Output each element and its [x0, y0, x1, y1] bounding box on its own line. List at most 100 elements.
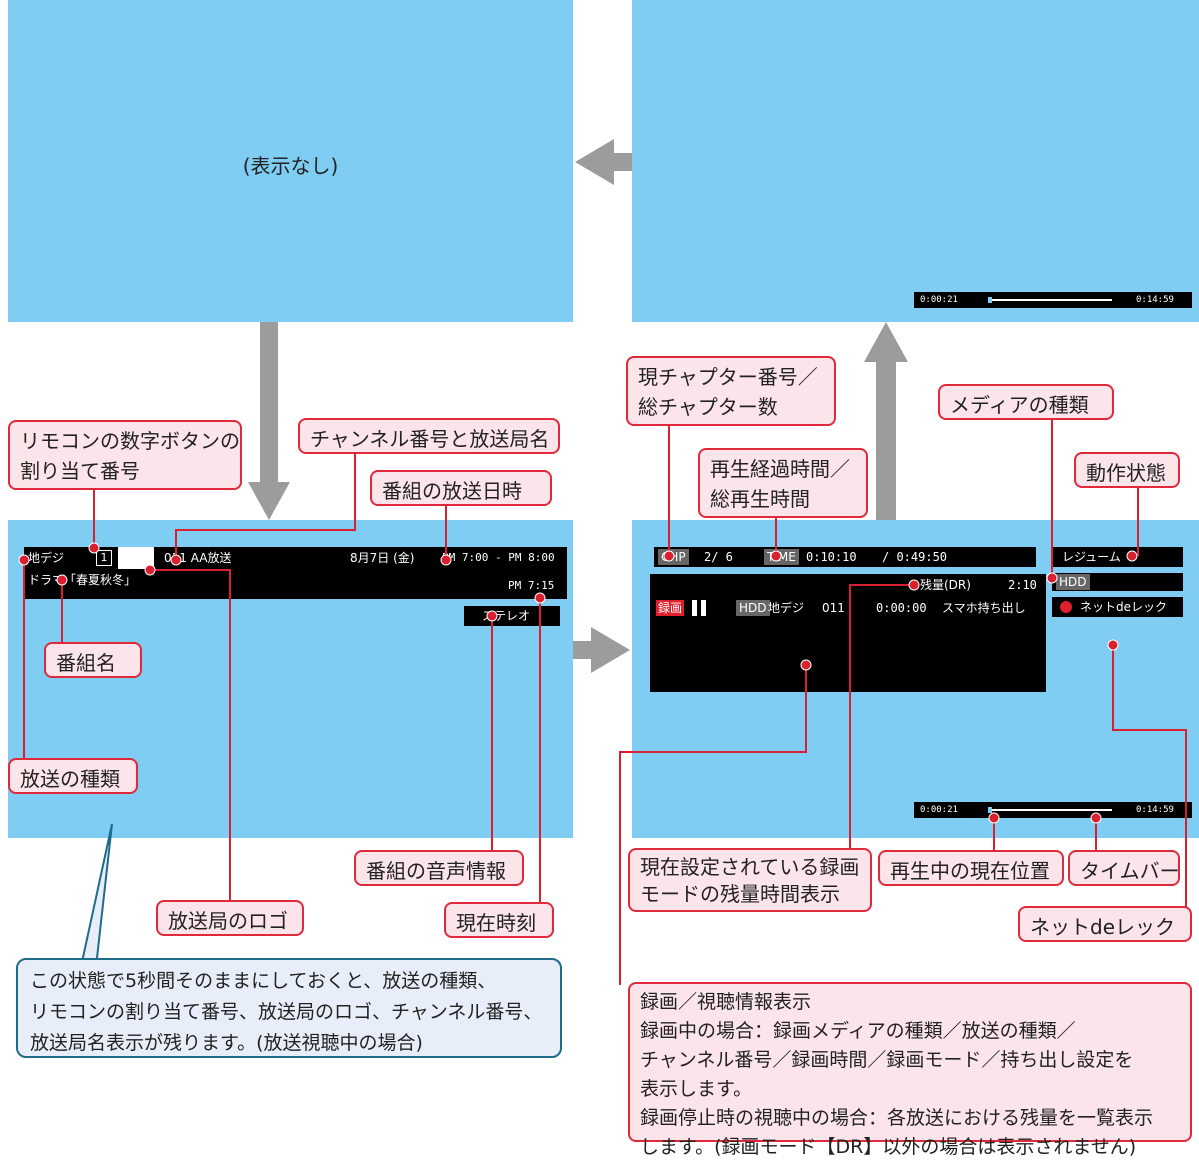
dot-media [1046, 572, 1058, 584]
rec-info-line: 録画／視聴情報表示 [640, 991, 812, 1013]
callout-line: 再生経過時間／ [710, 457, 850, 481]
remote-number: 1 [96, 550, 112, 566]
dot-position [988, 812, 1000, 824]
netrec-text: ネットdeレック [1080, 600, 1168, 614]
callout-state: 動作状態 [1074, 452, 1180, 488]
dot-netrec [1107, 639, 1119, 651]
dot-audio [486, 610, 498, 622]
callout-airtime: 番組の放送日時 [370, 470, 552, 506]
takeout-setting: スマホ持ち出し [942, 601, 1026, 615]
elapsed-value: 0:10:10 [806, 550, 857, 564]
pause-icon-bar2 [701, 600, 706, 616]
air-time: PM 7:00 - PM 8:00 [442, 551, 555, 564]
dot-remain [908, 579, 920, 591]
rec-badge: 録画 [656, 600, 685, 616]
callout-line: 総再生時間 [710, 487, 810, 511]
air-date: 8月7日 (金) [350, 551, 415, 565]
callout-remote-number: リモコンの数字ボタンの 割り当て番号 [8, 420, 242, 490]
dot-elapsed [770, 550, 782, 562]
pause-icon [692, 600, 697, 616]
dot-clock [534, 592, 546, 604]
callout-chapter: 現チャプター番号／ 総チャプター数 [626, 356, 836, 426]
rec-info-line: 録画停止時の視聴中の場合：各放送における残量を一覧表示 [640, 1107, 1154, 1129]
timebar-start: 0:00:21 [920, 805, 958, 815]
media-box: HDD [1052, 573, 1183, 591]
callout-clock: 現在時刻 [444, 902, 554, 938]
timebar-start: 0:00:21 [920, 295, 958, 305]
dot-logo [144, 564, 156, 576]
callout-line: 総チャプター数 [638, 395, 778, 419]
media-text: HDD [1056, 574, 1090, 590]
callout-media: メディアの種類 [938, 384, 1114, 420]
timebar-track [990, 809, 1112, 811]
netrec-dot-icon [1060, 601, 1072, 613]
rec-info-line: 表示します。 [640, 1078, 753, 1100]
remain-time: 2:10 [1008, 578, 1037, 592]
playback-bar: CHP 2/ 6 TIME 0:10:10 / 0:49:50 [654, 547, 1036, 567]
timebar-marker [988, 807, 992, 813]
callout-elapsed: 再生経過時間／ 総再生時間 [698, 448, 868, 518]
arrow-up-head [864, 322, 908, 362]
dot-program [56, 574, 68, 586]
rec-channel: 011 [822, 601, 845, 615]
dot-chapter [663, 550, 675, 562]
total-value: / 0:49:50 [882, 550, 948, 564]
arrow-right-head [591, 627, 630, 673]
arrow-left-head [575, 139, 614, 185]
chapter-value: 2/ 6 [704, 550, 733, 564]
note-line: 放送局名表示が残ります。(放送視聴中の場合) [30, 1032, 423, 1054]
dot-channel [170, 554, 182, 566]
dot-remote [88, 542, 100, 554]
callout-position: 再生中の現在位置 [878, 850, 1064, 886]
arrow-up-shaft [876, 362, 896, 520]
no-display-text: (表示なし) [242, 154, 339, 178]
note-line: リモコンの割り当て番号、放送局のロゴ、チャンネル番号、 [30, 1001, 543, 1023]
dot-recinfo [800, 659, 812, 671]
timebar-bottom: 0:00:21 0:14:59 [914, 802, 1192, 818]
callout-logo: 放送局のロゴ [156, 900, 304, 936]
state-box: レジューム [1052, 547, 1183, 567]
arrow-right-shaft [573, 641, 591, 659]
arrow-down-shaft [260, 322, 278, 482]
screen-top-left: (表示なし) [8, 0, 573, 322]
arrow-down-head [248, 482, 290, 520]
broadcast-bar-second: ドラマ「春夏秋冬」 PM 7:15 [24, 569, 567, 599]
rec-info-panel: 残量(DR) 2:10 録画 HDD 地デジ 011 0:00:00 スマホ持ち… [650, 574, 1046, 692]
timebar-end: 0:14:59 [1136, 805, 1174, 815]
callout-program: 番組名 [44, 642, 142, 678]
callout-audio: 番組の音声情報 [354, 850, 524, 886]
rec-info-line: します。(録画モード【DR】以外の場合は表示されません) [640, 1136, 1137, 1158]
remain-label: 残量(DR) [920, 578, 971, 592]
callout-remain: 現在設定されている録画 モードの残量時間表示 [628, 848, 872, 912]
screen-playback: CHP 2/ 6 TIME 0:10:10 / 0:49:50 レジューム HD… [632, 520, 1199, 838]
station-logo [118, 547, 154, 569]
rec-media: HDD [736, 600, 770, 616]
callout-channel: チャンネル番号と放送局名 [298, 418, 560, 454]
rec-type: 地デジ [768, 601, 805, 615]
arrow-left-shaft [614, 153, 632, 171]
timebar-end: 0:14:59 [1136, 295, 1174, 305]
callout-line: 現在設定されている録画 [640, 855, 860, 879]
callout-netrec: ネットdeレック [1018, 906, 1192, 942]
timebar-marker [988, 297, 992, 303]
timebar-track [990, 299, 1112, 301]
callout-timebar: タイムバー [1068, 850, 1180, 886]
netrec-box: ネットdeレック [1052, 597, 1183, 617]
screen-top-right: 0:00:21 0:14:59 [632, 0, 1199, 322]
callout-line: 現チャプター番号／ [638, 365, 818, 389]
rec-time: 0:00:00 [876, 601, 927, 615]
note-box: この状態で5秒間そのままにしておくと、放送の種類、 リモコンの割り当て番号、放送… [16, 958, 562, 1058]
dot-state [1126, 550, 1138, 562]
note-line: この状態で5秒間そのままにしておくと、放送の種類、 [30, 970, 497, 992]
rec-info-box: 録画／視聴情報表示 録画中の場合：録画メディアの種類／放送の種類／ チャンネル番… [628, 982, 1192, 1158]
dot-type [18, 554, 30, 566]
broadcast-type: 地デジ [28, 551, 65, 565]
state-text: レジューム [1062, 550, 1121, 564]
callout-line: モードの残量時間表示 [640, 882, 840, 906]
timebar-top: 0:00:21 0:14:59 [914, 292, 1192, 308]
callout-line: 割り当て番号 [20, 459, 140, 483]
callout-line: リモコンの数字ボタンの [20, 429, 240, 453]
dot-timebar [1090, 812, 1102, 824]
rec-info-line: 録画中の場合：録画メディアの種類／放送の種類／ [640, 1020, 1076, 1042]
